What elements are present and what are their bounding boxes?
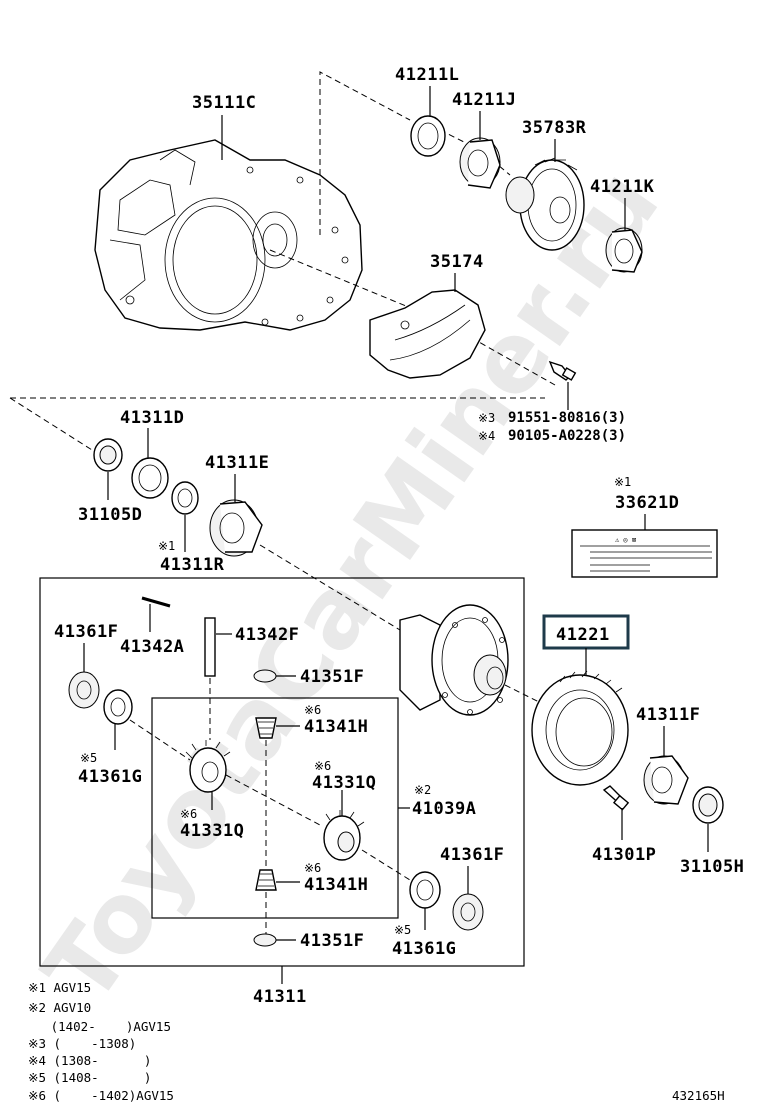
note-1: ※1 AGV15	[28, 980, 91, 995]
part-41301P[interactable]: 41301P	[592, 845, 656, 865]
part-41311[interactable]: 41311	[253, 987, 307, 1007]
bearing-41211J[interactable]	[459, 137, 501, 189]
part-31105H[interactable]: 31105H	[680, 857, 744, 877]
note-5: ※4 (1308- )	[28, 1053, 151, 1068]
part-91551[interactable]: 91551-80816(3)	[508, 410, 626, 426]
mark-4: ※4	[478, 429, 495, 443]
part-41342A[interactable]: 41342A	[120, 637, 184, 657]
bearing-41311F[interactable]	[643, 755, 689, 805]
part-41311E[interactable]: 41311E	[205, 453, 269, 473]
part-41211K[interactable]: 41211K	[590, 177, 655, 197]
note-3: (1402- )AGV15	[28, 1019, 171, 1034]
pinion-41341H-top[interactable]	[255, 717, 277, 739]
part-41361G-right[interactable]: 41361G	[392, 939, 456, 959]
side-gear-41331Q-left[interactable]	[185, 740, 231, 793]
part-41221-highlight[interactable]	[542, 614, 630, 650]
part-41311R[interactable]: 41311R	[160, 555, 225, 575]
mark-5-a: ※5	[80, 751, 97, 765]
mark-1-b: ※1	[614, 475, 631, 489]
bolt-41301P[interactable]	[602, 785, 630, 811]
figure-id: 432165H	[672, 1088, 725, 1103]
seal-41311R[interactable]	[171, 481, 199, 515]
part-35783R[interactable]: 35783R	[522, 118, 587, 138]
part-33621D[interactable]: 33621D	[615, 493, 679, 513]
part-35174[interactable]: 35174	[430, 252, 484, 272]
bolt-91551[interactable]	[548, 360, 577, 381]
ring-gear-41221[interactable]	[531, 670, 629, 786]
label-sheet-text: ⚠ ◎ ⊠	[615, 536, 636, 544]
mark-2: ※2	[414, 783, 431, 797]
seal-31105D[interactable]	[93, 438, 123, 472]
washer-41351F-bottom[interactable]	[253, 933, 277, 947]
part-41211L[interactable]: 41211L	[395, 65, 459, 85]
part-41311D[interactable]: 41311D	[120, 408, 184, 428]
pin-41342A[interactable]	[141, 596, 171, 608]
note-6: ※5 (1408- )	[28, 1070, 151, 1085]
shim-41311D[interactable]	[131, 457, 169, 499]
note-4: ※3 ( -1308)	[28, 1036, 136, 1051]
part-41331Q-left[interactable]: 41331Q	[180, 821, 244, 841]
part-41342F[interactable]: 41342F	[235, 625, 299, 645]
part-41351F-top[interactable]: 41351F	[300, 667, 364, 687]
washer-41361G-right[interactable]	[409, 871, 441, 909]
part-90105[interactable]: 90105-A0228(3)	[508, 428, 626, 444]
part-41211J[interactable]: 41211J	[452, 90, 516, 110]
washer-41361F-right[interactable]	[452, 893, 484, 931]
bracket-35174[interactable]	[369, 289, 486, 379]
note-2: ※2 AGV10	[28, 1000, 91, 1015]
part-31105D[interactable]: 31105D	[78, 505, 142, 525]
footnotes: ※1 AGV15 ※2 AGV10 (1402- )AGV15 ※3 ( -13…	[28, 980, 174, 1103]
seal-31105H[interactable]	[692, 786, 724, 824]
washer-41351F-top[interactable]	[253, 669, 277, 683]
mark-6-d: ※6	[304, 861, 321, 875]
part-41221[interactable]: 41221	[556, 625, 610, 645]
mark-6-a: ※6	[304, 703, 321, 717]
pinion-41341H-bottom[interactable]	[255, 869, 277, 891]
washer-41361G-left[interactable]	[103, 689, 133, 725]
mark-3: ※3	[478, 411, 495, 425]
note-7: ※6 ( -1402)AGV15	[28, 1088, 174, 1103]
part-41361F-left[interactable]: 41361F	[54, 622, 118, 642]
bearing-41311E[interactable]	[209, 499, 263, 557]
part-35111C[interactable]: 35111C	[192, 93, 256, 113]
transaxle-case[interactable]	[94, 139, 363, 331]
shaft-41342F[interactable]	[204, 617, 216, 677]
gear-35783R[interactable]	[505, 157, 585, 251]
part-41039A[interactable]: 41039A	[412, 799, 476, 819]
washer-41361F-left[interactable]	[68, 671, 100, 709]
shim-41211L[interactable]	[410, 115, 446, 157]
part-41341H-bottom[interactable]: 41341H	[304, 875, 368, 895]
part-41311F[interactable]: 41311F	[636, 705, 700, 725]
part-41361G-left[interactable]: 41361G	[78, 767, 142, 787]
part-41331Q-right[interactable]: 41331Q	[312, 773, 376, 793]
part-41341H-top[interactable]: 41341H	[304, 717, 368, 737]
bearing-41211K[interactable]	[605, 227, 643, 273]
mark-6-b: ※6	[180, 807, 197, 821]
differential-case[interactable]	[399, 604, 509, 716]
part-41361F-right[interactable]: 41361F	[440, 845, 504, 865]
mark-6-c: ※6	[314, 759, 331, 773]
side-gear-41331Q-right[interactable]	[323, 810, 365, 861]
part-41351F-bottom[interactable]: 41351F	[300, 931, 364, 951]
mark-1-a: ※1	[158, 539, 175, 553]
mark-5-b: ※5	[394, 923, 411, 937]
label-sheet[interactable]: ⚠ ◎ ⊠	[571, 529, 718, 578]
